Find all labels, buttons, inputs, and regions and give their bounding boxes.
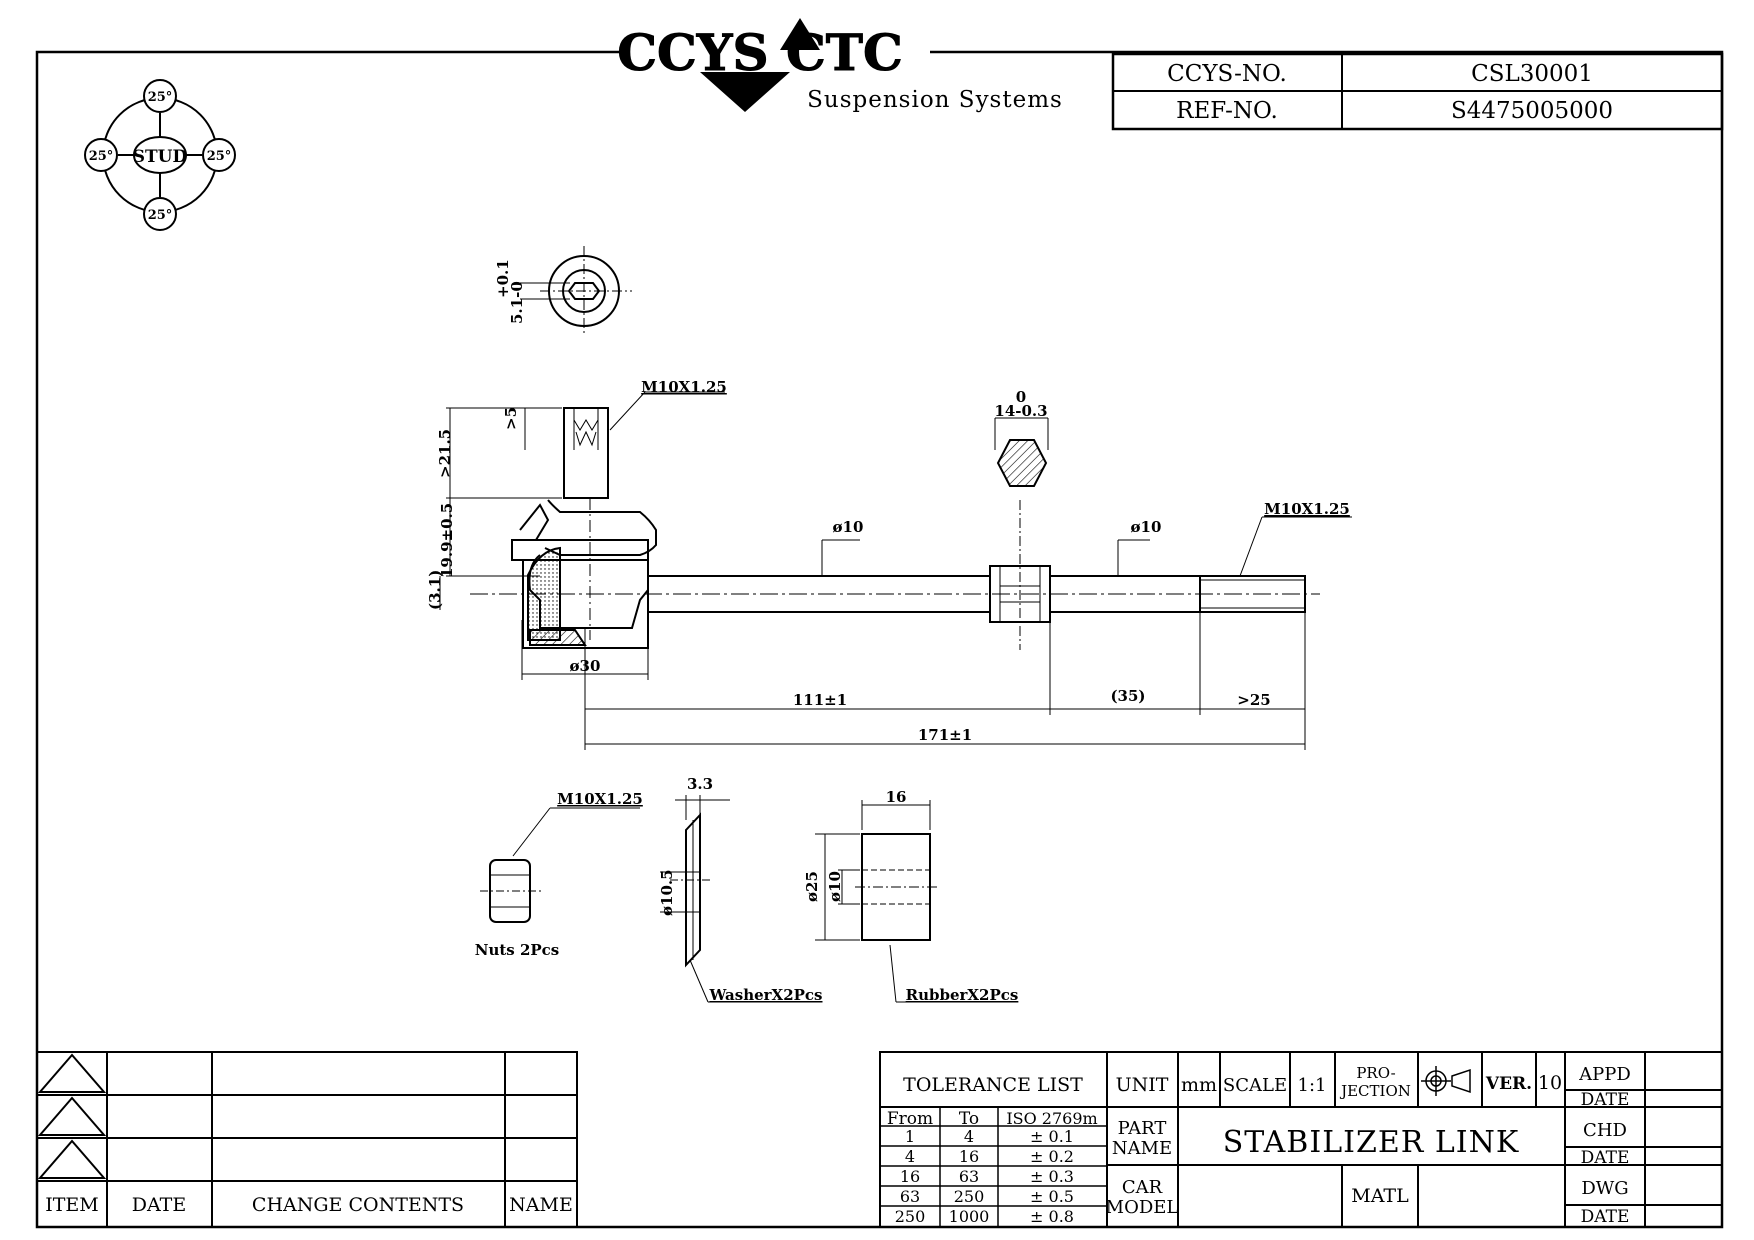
tolerance-cell: ± 0.5 [1030, 1187, 1074, 1206]
scale-label: SCALE [1223, 1075, 1287, 1096]
logo-wordmark: CCYS CTC [617, 23, 903, 82]
stud-angle-left: 25° [89, 149, 114, 164]
chd-date-label: DATE [1581, 1148, 1630, 1168]
dim-height-19-9: 19.9±0.5 [438, 503, 456, 578]
tolerance-cell: 250 [895, 1207, 926, 1226]
thread-end-label: M10X1.25 [1264, 500, 1350, 518]
dim-dia-30: ø30 [570, 657, 601, 675]
stabilizer-link-assembly [470, 407, 1320, 650]
washer-part [660, 795, 820, 1003]
title-block-grid [879, 1051, 1723, 1228]
unit-label: UNIT [1116, 1074, 1169, 1096]
part-name-value: STABILIZER LINK [1223, 1125, 1520, 1160]
tolerance-cell: ± 0.2 [1030, 1147, 1074, 1166]
tolerance-cell: 250 [954, 1187, 985, 1206]
rubber-part [815, 800, 1017, 1003]
dim-length-171: 171±1 [918, 726, 972, 744]
dim-length-25: >25 [1237, 691, 1270, 709]
dim-length-35: (35) [1110, 687, 1145, 705]
tolerance-cell: 1 [905, 1127, 915, 1146]
projection-label-2: JECTION [1339, 1082, 1411, 1100]
dwg-date-label: DATE [1581, 1207, 1630, 1227]
rubber-qty-label: RubberX2Pcs [906, 986, 1019, 1004]
tolerance-cell: ± 0.1 [1030, 1127, 1074, 1146]
car-model-label-1: CAR [1122, 1177, 1163, 1198]
rubber-length: 16 [886, 788, 907, 806]
dim-stud-min-5: >5 [502, 407, 520, 430]
hex-socket-view [520, 246, 632, 336]
hex-tol-zero: 0 [1016, 388, 1026, 406]
hex-size-dim: 14-0.3 [994, 402, 1047, 420]
stud-angle-badge [84, 79, 236, 231]
tolerance-cell: 4 [905, 1147, 915, 1166]
part-name-label-2: NAME [1112, 1138, 1172, 1159]
rubber-inner-dia: ø10 [826, 871, 844, 902]
rev-header-item: ITEM [45, 1194, 99, 1216]
brand-logo: CCYS CTC Suspension Systems [617, 18, 1063, 113]
projection-symbol-icon [1421, 1066, 1471, 1096]
hex-cross-section [994, 417, 1049, 487]
dim-rod-dia-b: ø10 [1131, 518, 1162, 536]
dim-offset-3-1: (3.1) [426, 570, 444, 610]
stud-angle-bottom: 25° [148, 208, 173, 223]
dim-length-111: 111±1 [793, 691, 847, 709]
scale-value: 1:1 [1298, 1075, 1327, 1096]
appd-label: APPD [1578, 1064, 1631, 1085]
dim-stud-21-5: >21.5 [436, 429, 454, 478]
tolerance-cell: 16 [900, 1167, 920, 1186]
tolerance-cell: 63 [959, 1167, 979, 1186]
chd-label: CHD [1583, 1120, 1627, 1141]
nut-part [480, 807, 640, 923]
stud-angle-right: 25° [207, 149, 232, 164]
washer-qty-label: WasherX2Pcs [709, 986, 823, 1004]
tolerance-cell: 16 [959, 1147, 979, 1166]
thread-top-label: M10X1.25 [641, 378, 727, 396]
tol-header-from: From [887, 1109, 933, 1129]
projection-label-1: PRO- [1356, 1064, 1395, 1082]
tolerance-cell: 63 [900, 1187, 920, 1206]
hex-tol-size: 5.1-0 [508, 281, 526, 324]
tolerance-title: TOLERANCE LIST [903, 1074, 1083, 1096]
revision-table [36, 1051, 578, 1228]
sheet-border [35, 50, 1724, 1229]
ccys-no-label: CCYS-NO. [1167, 61, 1287, 87]
version-label: VER. [1485, 1074, 1532, 1094]
tolerance-cell: ± 0.8 [1030, 1207, 1074, 1226]
stud-angle-top: 25° [148, 90, 173, 105]
tol-header-to: To [959, 1109, 979, 1129]
id-table: CCYS-NO. CSL30001 REF-NO. S4475005000 [1111, 52, 1724, 131]
unit-value: mm [1181, 1074, 1217, 1096]
nut-thread-label: M10X1.25 [557, 790, 643, 808]
ref-no-value: S4475005000 [1451, 98, 1613, 124]
rubber-outer-dia: ø25 [803, 871, 821, 902]
logo-triangle-icon [700, 72, 790, 112]
hex-tol-plus: +0.1 [494, 259, 512, 298]
material-label: MATL [1351, 1185, 1409, 1207]
rev-header-name: NAME [509, 1194, 573, 1216]
washer-diameter: ø10.5 [658, 869, 676, 916]
washer-thickness: 3.3 [687, 775, 713, 793]
ref-no-label: REF-NO. [1176, 98, 1278, 124]
dwg-label: DWG [1581, 1178, 1628, 1199]
rev-header-date: DATE [132, 1194, 186, 1216]
dim-rod-dia-a: ø10 [833, 518, 864, 536]
part-name-label-1: PART [1118, 1118, 1167, 1139]
car-model-label-2: MODEL [1106, 1197, 1179, 1218]
tolerance-cell: 1000 [949, 1207, 990, 1226]
tol-header-iso: ISO 2769m [1006, 1109, 1097, 1128]
tolerance-cell: 4 [964, 1127, 974, 1146]
logo-subtitle: Suspension Systems [807, 87, 1063, 113]
nut-qty-label: Nuts 2Pcs [475, 941, 560, 959]
dimension-lines [439, 391, 1352, 750]
appd-date-label: DATE [1581, 1090, 1630, 1110]
version-value: 10 [1538, 1072, 1562, 1094]
stud-label: STUD [133, 147, 188, 167]
tolerance-cell: ± 0.3 [1030, 1167, 1074, 1186]
ccys-no-value: CSL30001 [1471, 61, 1593, 87]
rev-header-change: CHANGE CONTENTS [252, 1194, 464, 1216]
